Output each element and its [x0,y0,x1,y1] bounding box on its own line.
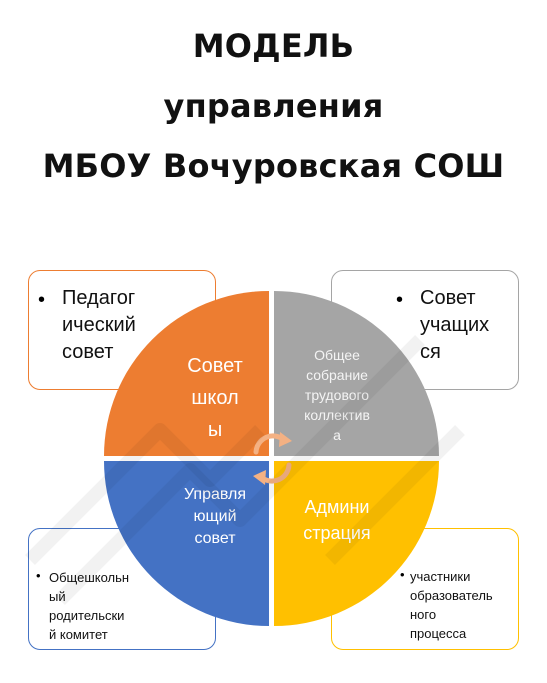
bullet-icon: • [400,567,405,582]
quadrant-label-top-right: Общее собрание трудового коллектив а [304,347,370,443]
title-line-1: МОДЕЛЬ [192,27,355,65]
title-line-3: МБОУ Вочуровская СОШ [42,147,505,185]
bullet-icon: • [396,289,404,311]
quadrant-bottom-left [104,461,269,626]
quadrant-label-bottom-left: Управля ющий совет [183,486,247,547]
quadrant-top-left [104,291,269,456]
corner-text-bottom-right: участники образователь ного процесса [410,569,493,641]
title-line-2: управления [163,87,384,125]
quadrant-bottom-right [274,461,439,626]
corner-text-bottom-left: Общешкольн ый родительски й комитет [49,570,130,642]
corner-text-top-right: Совет учащих ся [420,287,490,363]
corner-text-top-left: Педагог ический совет [62,287,136,363]
quadrant-label-bottom-right: Админи страция [303,497,371,543]
bullet-icon: • [38,289,46,311]
quadrant-label-top-left: Совет школ ы [187,355,243,441]
quadrant-top-right [274,291,439,456]
bullet-icon: • [36,568,41,583]
